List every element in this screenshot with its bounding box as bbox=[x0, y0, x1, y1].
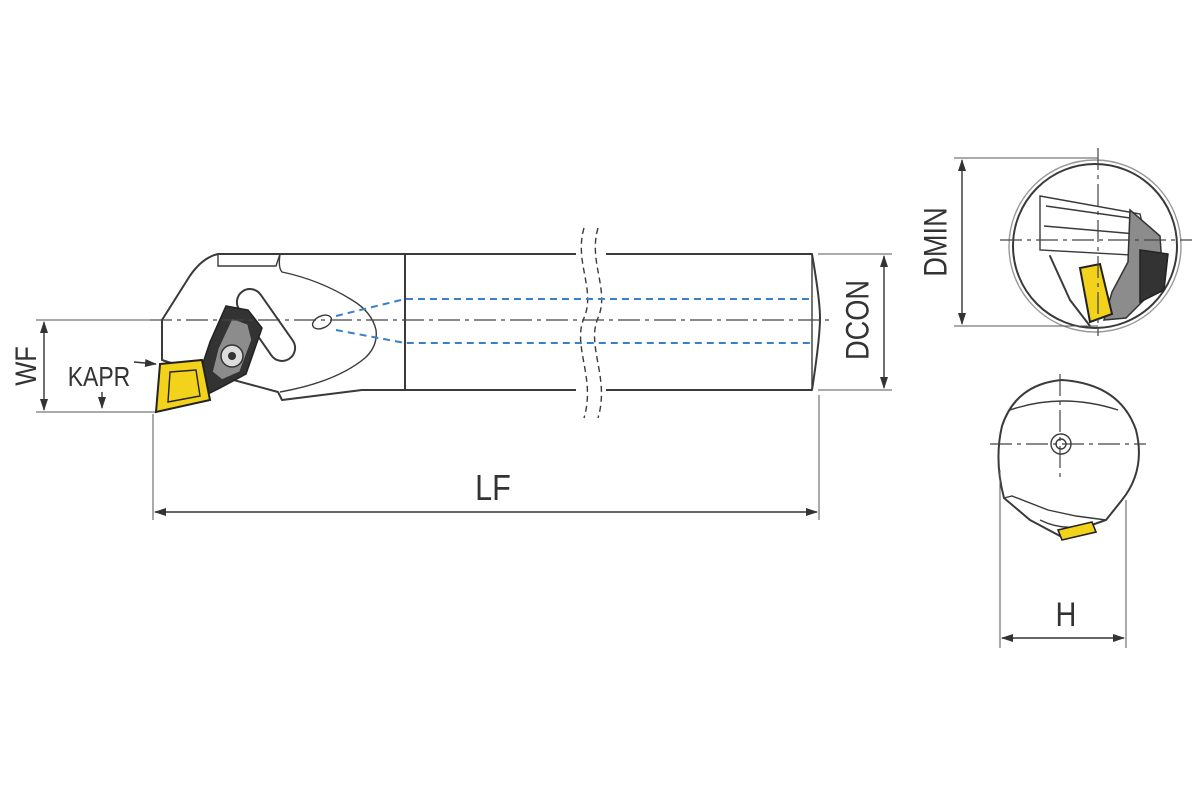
head-contour bbox=[278, 253, 377, 393]
coolant-hole-outer bbox=[1050, 433, 1072, 455]
h-label: H bbox=[1056, 595, 1077, 634]
front-view-body bbox=[997, 379, 1140, 537]
kapr-annotation: KAPR bbox=[68, 359, 157, 409]
shank-body bbox=[404, 253, 821, 391]
coolant-hole-inner bbox=[1055, 438, 1067, 450]
wf-label: WF bbox=[9, 346, 42, 386]
dcon-dimension: DCON bbox=[818, 253, 892, 391]
clamp-screw-hex bbox=[228, 352, 236, 360]
front-view-flat bbox=[1009, 400, 1119, 411]
min-bore-circle bbox=[1008, 159, 1182, 333]
front-view-insert bbox=[1056, 521, 1098, 541]
dcon-label: DCON bbox=[840, 280, 876, 360]
insert bbox=[154, 358, 212, 414]
wf-dimension: WF bbox=[9, 319, 160, 413]
coolant-port bbox=[311, 314, 333, 330]
coolant-channel-top bbox=[335, 298, 812, 317]
break-marks bbox=[576, 227, 606, 420]
side-view: WF KAPR LF DCON bbox=[9, 227, 892, 520]
kapr-label: KAPR bbox=[68, 362, 131, 393]
head-top-step bbox=[217, 253, 281, 267]
front-view: H bbox=[990, 374, 1146, 648]
front-view-lower-edge bbox=[1003, 495, 1107, 521]
end-view-min-bore: DMIN bbox=[918, 148, 1192, 336]
end-view-insert bbox=[1078, 262, 1114, 324]
lf-label: LF bbox=[475, 469, 511, 509]
dmin-label: DMIN bbox=[918, 207, 954, 276]
coolant-channel-bottom bbox=[335, 329, 812, 344]
lf-dimension: LF bbox=[152, 395, 820, 520]
